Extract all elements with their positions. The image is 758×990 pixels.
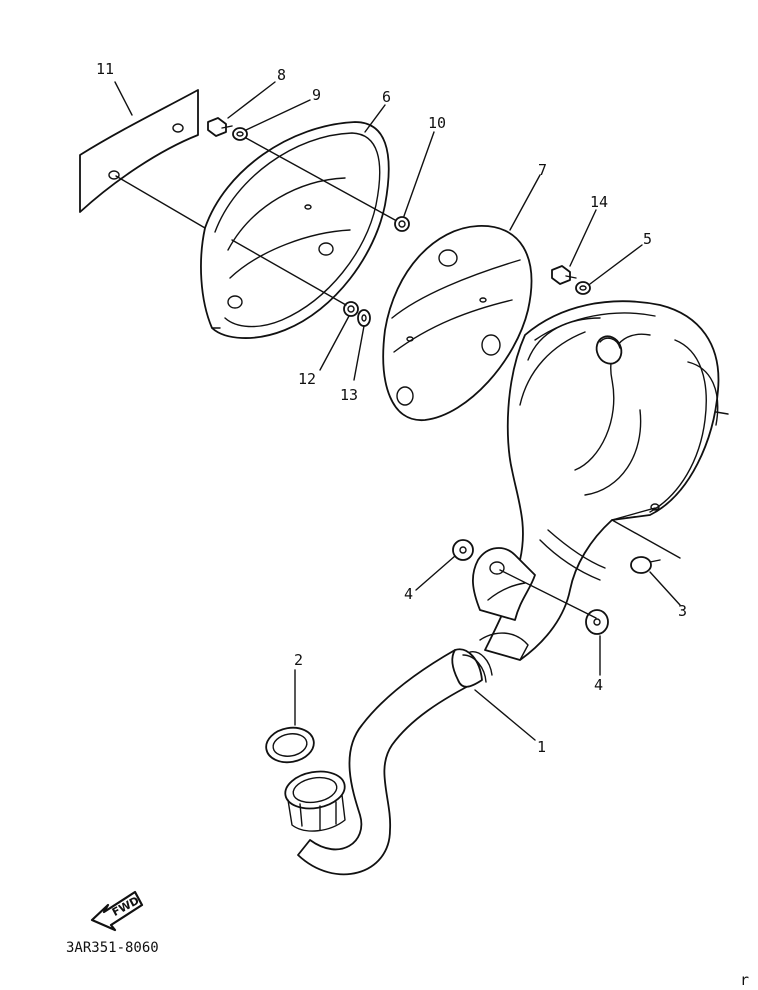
- part-3-bolt: [630, 556, 661, 574]
- callout-5: 5: [643, 230, 652, 248]
- corner-mark: r: [740, 971, 749, 989]
- part-14-bolt: [551, 265, 577, 285]
- part-7-inner-plate: [382, 225, 533, 421]
- part-13-nut: [357, 309, 371, 327]
- part-4-damper-lower: [585, 609, 609, 635]
- leader-lines: [114, 81, 681, 741]
- callout-2: 2: [294, 651, 303, 669]
- callout-3: 3: [678, 602, 687, 620]
- part-12-washer: [343, 301, 359, 317]
- part-2-gasket: [265, 726, 315, 764]
- part-6-outer-cover: [200, 121, 390, 339]
- callout-4-lower: 4: [594, 676, 603, 694]
- diagram-code: 3AR351-8060: [66, 940, 159, 956]
- callout-6: 6: [382, 88, 391, 106]
- callout-11: 11: [96, 60, 114, 78]
- callout-7: 7: [538, 161, 547, 179]
- callout-12: 12: [298, 370, 316, 388]
- callout-13: 13: [340, 386, 358, 404]
- part-9-washer: [232, 127, 248, 141]
- muffler-assembly: [472, 300, 729, 661]
- fwd-arrow-icon: FWD: [90, 890, 144, 932]
- part-8-bolt: [207, 117, 233, 137]
- callout-labels: 11 8 9 6 10 7 14 5 12 13 4 4 3 2 1: [96, 60, 687, 756]
- callout-10: 10: [428, 114, 446, 132]
- callout-9: 9: [312, 86, 321, 104]
- part-1-exhaust-pipe: [284, 632, 529, 876]
- part-5-washer: [575, 281, 591, 295]
- part-10-grommet: [394, 216, 410, 232]
- callout-14: 14: [590, 193, 608, 211]
- part-4-damper-upper: [452, 539, 474, 561]
- part-11-heat-shield-plate: [79, 89, 199, 213]
- callout-8: 8: [277, 66, 286, 84]
- callout-4-upper: 4: [404, 585, 413, 603]
- assembly-guide-lines: [115, 137, 681, 619]
- callout-1: 1: [537, 738, 546, 756]
